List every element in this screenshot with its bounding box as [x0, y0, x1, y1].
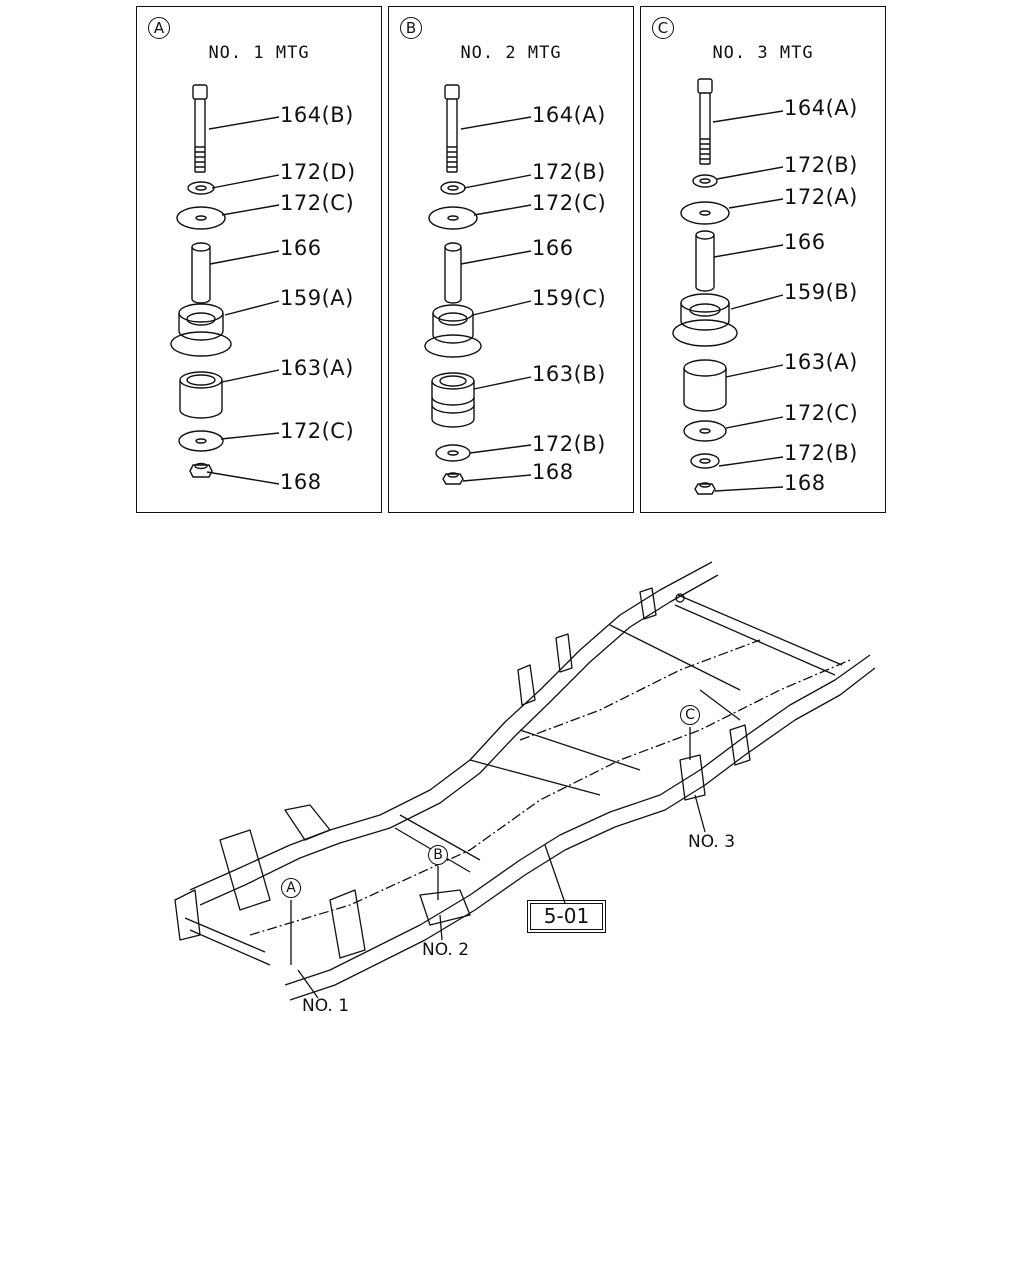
panel-letter-a: A — [148, 17, 170, 39]
part-label: 168 — [532, 460, 574, 484]
callout-no1: NO. 1 — [302, 996, 350, 1016]
panel-letter-c: C — [652, 17, 674, 39]
panel-title: NO. 3 MTG — [712, 43, 814, 63]
reference-box: 5-01 — [527, 900, 606, 933]
callout-no2: NO. 2 — [422, 940, 470, 960]
chassis-frame-drawing — [174, 561, 876, 1001]
part-label: 166 — [280, 236, 322, 260]
callout-tag-c: C — [680, 705, 700, 725]
part-label: 166 — [784, 230, 826, 254]
part-label: 172(C) — [280, 419, 355, 443]
part-label: 172(C) — [784, 401, 859, 425]
callout-no3: NO. 3 — [688, 832, 736, 852]
part-label: 164(A) — [784, 96, 858, 120]
mount-b-exploded-drawing — [424, 84, 532, 485]
mount-panel-a: A NO. 1 MTG 164(B) 172(D) 172(C) 166 159… — [136, 6, 382, 513]
part-label: 163(A) — [280, 356, 354, 380]
mount-panel-b: B NO. 2 MTG 164(A) 172(B) 172(C) 166 159… — [388, 6, 634, 513]
part-label: 172(D) — [280, 160, 356, 184]
callout-tag-b: B — [428, 845, 448, 865]
panel-letter-b: B — [400, 17, 422, 39]
part-label: 168 — [784, 471, 826, 495]
mount-c-exploded-drawing — [672, 78, 784, 495]
part-label: 163(B) — [532, 362, 606, 386]
part-label: 172(B) — [784, 441, 858, 465]
panel-title: NO. 1 MTG — [208, 43, 310, 63]
part-label: 172(B) — [784, 153, 858, 177]
part-label: 172(C) — [280, 191, 355, 215]
part-label: 166 — [532, 236, 574, 260]
mount-panel-c: C NO. 3 MTG 164(A) 172(B) 172(A) 166 159… — [640, 6, 886, 513]
part-label: 168 — [280, 470, 322, 494]
mount-a-exploded-drawing — [170, 84, 280, 485]
part-label: 172(C) — [532, 191, 607, 215]
part-label: 164(A) — [532, 103, 606, 127]
part-label: 172(A) — [784, 185, 858, 209]
part-label: 159(A) — [280, 286, 354, 310]
part-label: 159(B) — [784, 280, 858, 304]
part-label: 163(A) — [784, 350, 858, 374]
callout-tag-a: A — [281, 878, 301, 898]
part-label: 172(B) — [532, 160, 606, 184]
part-label: 164(B) — [280, 103, 354, 127]
part-label: 159(C) — [532, 286, 607, 310]
panel-title: NO. 2 MTG — [460, 43, 562, 63]
part-label: 172(B) — [532, 432, 606, 456]
